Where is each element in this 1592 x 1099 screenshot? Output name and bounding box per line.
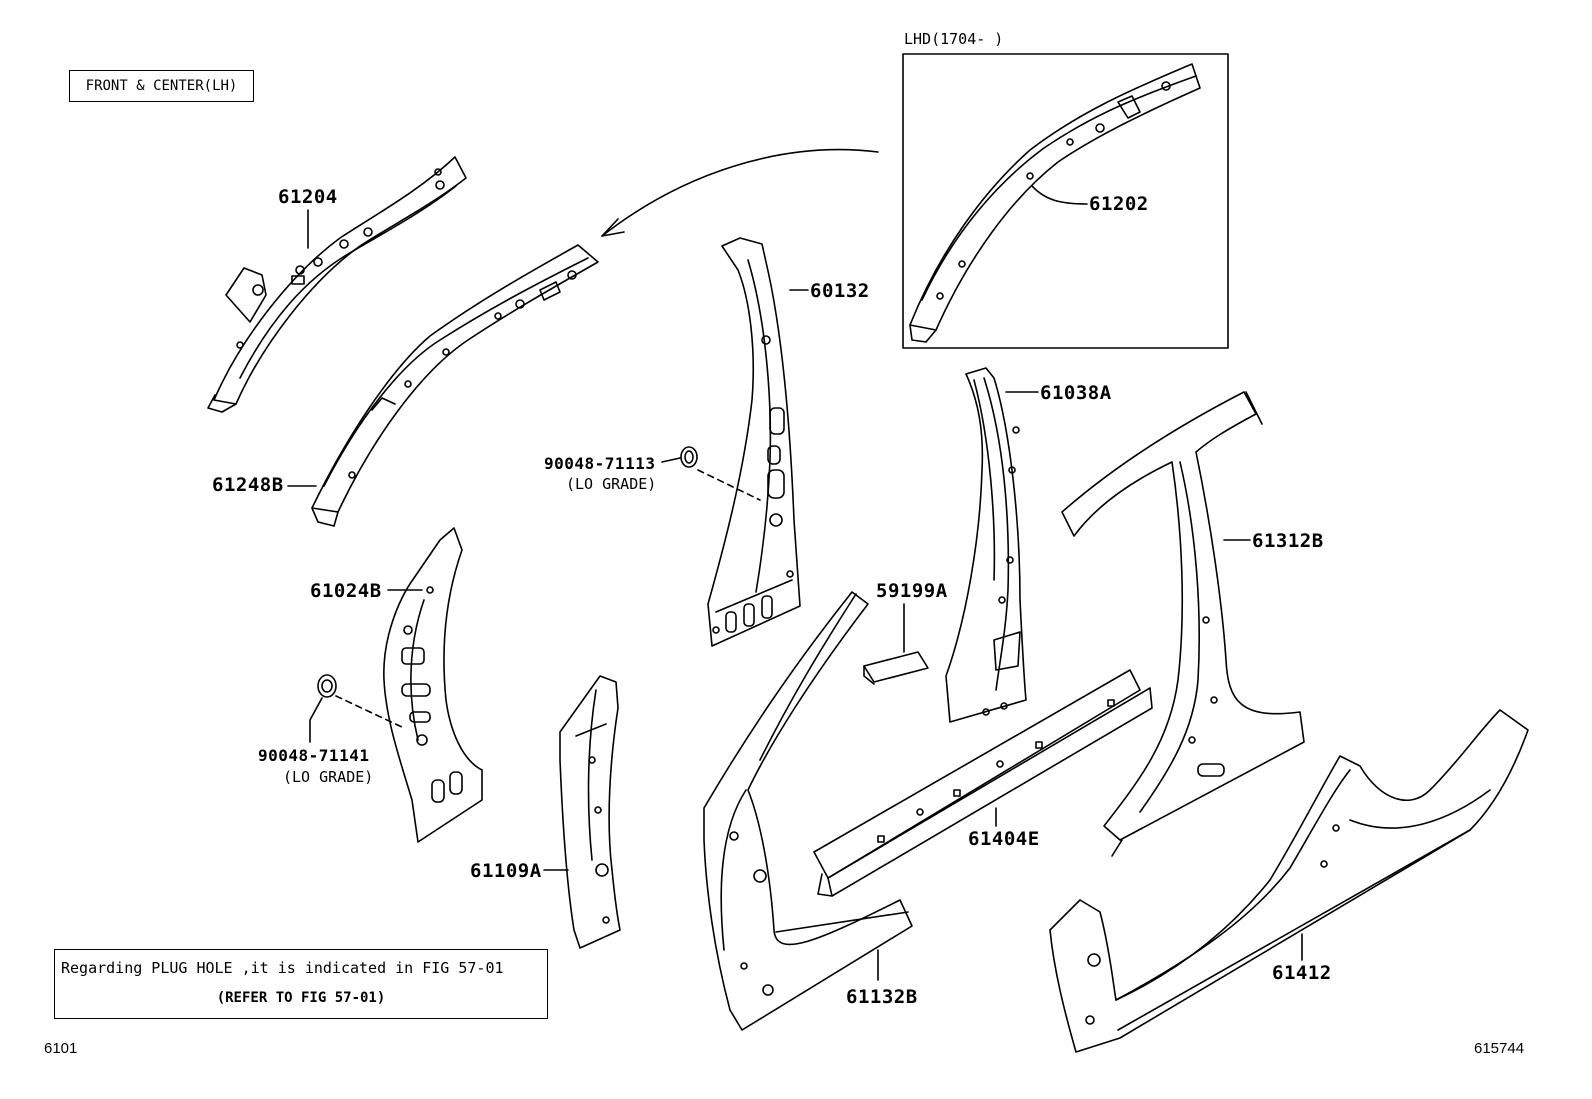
label-61038a[interactable]: 61038A xyxy=(1040,382,1112,404)
part-61038a xyxy=(945,367,1027,723)
label-61312b[interactable]: 61312B xyxy=(1252,530,1324,552)
part-61412 xyxy=(1049,709,1529,1053)
label-61404e[interactable]: 61404E xyxy=(968,828,1040,850)
part-61109a xyxy=(559,675,621,949)
footer-left-code: 6101 xyxy=(44,1040,78,1057)
inset-frame xyxy=(902,53,1229,349)
lo-grade-71113: (LO GRADE) xyxy=(566,475,657,493)
grommet-71113 xyxy=(680,446,698,468)
part-61132b xyxy=(703,591,913,1031)
note-line-1: Regarding PLUG HOLE ,it is indicated in … xyxy=(61,959,504,977)
label-61109a[interactable]: 61109A xyxy=(470,860,542,882)
leader-61202 xyxy=(1031,185,1088,205)
label-60132[interactable]: 60132 xyxy=(810,280,870,302)
grommet-71141 xyxy=(317,674,337,698)
note-line-2: (REFER TO FIG 57-01) xyxy=(216,990,386,1006)
group-tag: FRONT & CENTER(LH) xyxy=(69,70,254,102)
part-60132 xyxy=(707,237,801,647)
dash-71141 xyxy=(335,695,405,729)
label-61204[interactable]: 61204 xyxy=(278,186,338,208)
part-59199a xyxy=(863,651,929,685)
label-90048-71141[interactable]: 90048-71141 xyxy=(258,746,370,765)
part-61204 xyxy=(207,156,467,413)
part-61024b xyxy=(383,527,483,843)
label-59199a[interactable]: 59199A xyxy=(876,580,948,602)
label-90048-71113[interactable]: 90048-71113 xyxy=(544,454,656,473)
leader-71141 xyxy=(309,697,323,743)
part-61404e xyxy=(813,669,1153,897)
part-61312b xyxy=(1061,391,1305,857)
transfer-arrow xyxy=(601,148,879,237)
dash-71113 xyxy=(697,469,761,501)
label-61412[interactable]: 61412 xyxy=(1272,962,1332,984)
lo-grade-71141: (LO GRADE) xyxy=(283,768,374,786)
plug-hole-note: Regarding PLUG HOLE ,it is indicated in … xyxy=(54,949,548,1019)
inset-title: LHD(1704- ) xyxy=(904,30,1004,48)
footer-right-code: 615744 xyxy=(1474,1040,1525,1057)
leader-71113 xyxy=(661,457,681,463)
label-61202[interactable]: 61202 xyxy=(1089,193,1149,215)
label-61248b[interactable]: 61248B xyxy=(212,474,284,496)
part-61248b xyxy=(311,244,599,527)
label-61132b[interactable]: 61132B xyxy=(846,986,918,1008)
label-61024b[interactable]: 61024B xyxy=(310,580,382,602)
part-61202 xyxy=(909,63,1201,343)
